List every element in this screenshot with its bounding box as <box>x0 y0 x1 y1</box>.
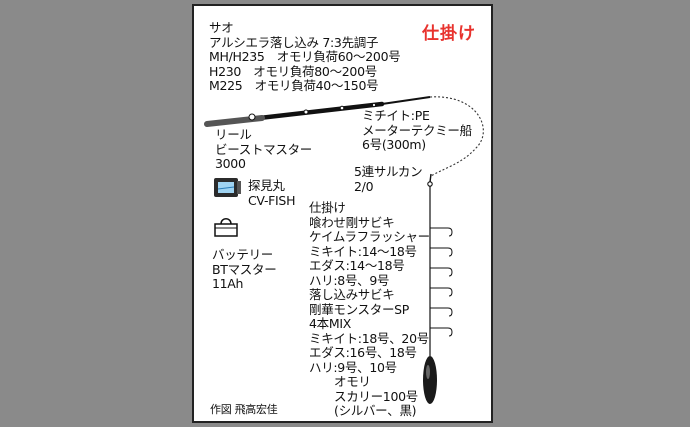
rod-illustration <box>204 96 431 127</box>
rig-spec-line: ミキイト:14～18号 <box>309 243 417 259</box>
sinker-spec-line: (シルバー、黒) <box>334 403 417 418</box>
rig-spec-line: ミキイト:18号、20号 <box>309 330 429 346</box>
rig-spec-line: エダス:16号、18号 <box>309 345 417 360</box>
rod-spec-line: アルシエラ落し込み 7:3先調子 <box>209 34 379 50</box>
battery-icon <box>214 218 238 237</box>
sonar-spec-line: CV-FISH <box>248 192 296 208</box>
rod-spec-line: H230 オモリ負荷80～200号 <box>209 63 377 79</box>
rod-spec: サオ アルシエラ落し込み 7:3先調子 MH/H235 オモリ負荷60～200号… <box>209 20 401 94</box>
rig-spec-line: エダス:14～18号 <box>309 258 405 273</box>
swivel-icon <box>427 173 433 187</box>
rig-spec: 仕掛け 喰わせ剛サビキ ケイムラフラッシャー ミキイト:14～18号 エダス:1… <box>309 200 430 375</box>
sinker-spec-line: スカリー100号 <box>334 388 418 404</box>
rig-diagram-card: 仕掛け サオ アルシエラ落し込み 7:3先調子 MH/H235 オモリ負荷60～… <box>192 4 493 423</box>
reel-spec-line: ビーストマスター <box>215 141 312 157</box>
rod-spec-line: MH/H235 オモリ負荷60～200号 <box>209 49 401 64</box>
rig-spec-line: 剛華モンスターSP <box>309 301 410 317</box>
sonar-spec: 探見丸 CV-FISH <box>248 178 296 208</box>
sinker-spec: オモリ スカリー100号 (シルバー、黒) <box>334 374 418 419</box>
branch-hooks <box>430 227 453 337</box>
main-line-spec-line: メーターテクミー船 <box>362 122 472 138</box>
rig-spec-line: 喰わせ剛サビキ <box>309 214 395 230</box>
battery-spec-line: バッテリー <box>212 247 274 262</box>
rig-spec-line: ハリ:8号、9号 <box>309 272 390 288</box>
sinker-icon <box>423 356 437 404</box>
rig-spec-line: 仕掛け <box>309 200 346 215</box>
battery-spec: バッテリー BTマスター 11Ah <box>212 247 277 292</box>
reel-spec-line: リール <box>215 127 252 142</box>
reel-spec: リール ビーストマスター 3000 <box>215 127 312 172</box>
rig-spec-line: ケイムラフラッシャー <box>309 229 430 244</box>
rig-spec-line: ハリ:9号、10号 <box>309 359 397 375</box>
battery-spec-line: 11Ah <box>212 276 244 291</box>
sinker-spec-line: オモリ <box>334 374 371 389</box>
fish-finder-icon <box>214 178 241 197</box>
swivel-spec: 5連サルカン 2/0 <box>354 164 423 194</box>
swivel-spec-line: 2/0 <box>354 178 374 194</box>
battery-spec-line: BTマスター <box>212 261 277 277</box>
reel-spec-line: 3000 <box>215 156 246 171</box>
rod-spec-line: サオ <box>209 20 234 35</box>
sonar-spec-line: 探見丸 <box>248 178 285 193</box>
rod-spec-line: M225 オモリ負荷40～150号 <box>209 78 379 93</box>
diagram-title: 仕掛け <box>422 24 476 44</box>
main-line-spec: ミチイト:PE メーターテクミー船 6号(300m) <box>362 108 472 153</box>
rig-illustration <box>204 96 484 404</box>
rig-spec-line: 落し込みサビキ <box>309 287 395 302</box>
main-line-spec-line: 6号(300m) <box>362 137 426 152</box>
swivel-spec-line: 5連サルカン <box>354 164 423 179</box>
illustration-credit: 作図 飛高宏佳 <box>210 403 278 416</box>
main-line-spec-line: ミチイト:PE <box>362 108 430 123</box>
rig-spec-line: 4本MIX <box>309 316 351 331</box>
